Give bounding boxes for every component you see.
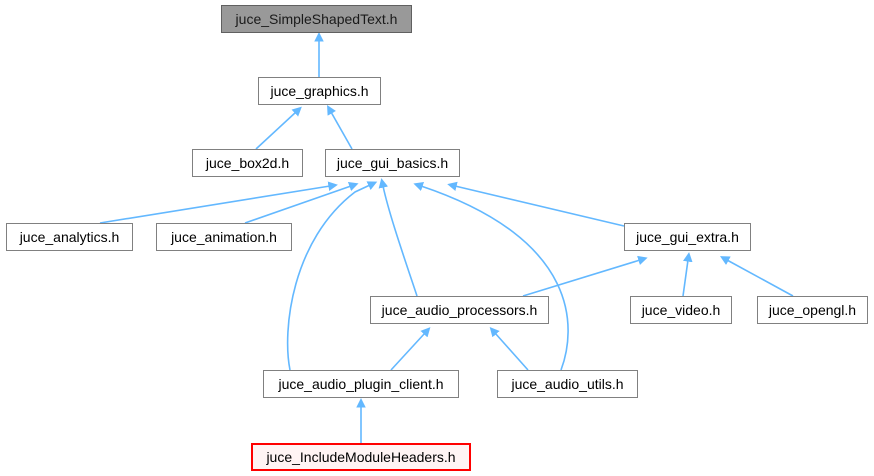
dependency-edge xyxy=(489,327,529,371)
graph-node-label: juce_box2d.h xyxy=(205,155,290,171)
graph-node-label: juce_gui_basics.h xyxy=(336,155,449,171)
graph-node-label: juce_opengl.h xyxy=(768,302,857,318)
dependency-edge xyxy=(286,181,378,371)
dependency-edge xyxy=(682,252,693,297)
graph-node-label: juce_IncludeModuleHeaders.h xyxy=(266,449,456,465)
graph-node-label: juce_SimpleShapedText.h xyxy=(235,11,398,27)
dependency-edge xyxy=(327,105,353,150)
graph-node-graphics[interactable]: juce_graphics.h xyxy=(258,77,381,105)
graph-node-label: juce_audio_plugin_client.h xyxy=(278,376,444,392)
graph-node-label: juce_graphics.h xyxy=(270,83,369,99)
graph-node-label: juce_analytics.h xyxy=(19,229,120,245)
dependency-edge xyxy=(255,106,302,150)
graph-node-video[interactable]: juce_video.h xyxy=(630,296,732,324)
dependency-edge xyxy=(719,256,794,297)
dependency-edge xyxy=(378,178,418,297)
dependency-edge xyxy=(244,181,359,224)
graph-node-label: juce_audio_processors.h xyxy=(381,302,538,318)
graph-node-label: juce_animation.h xyxy=(171,229,277,245)
graph-node-opengl[interactable]: juce_opengl.h xyxy=(757,296,868,324)
graph-node-gui_basics[interactable]: juce_gui_basics.h xyxy=(325,149,460,177)
graph-node-analytics[interactable]: juce_analytics.h xyxy=(6,223,133,251)
dependency-edge xyxy=(99,181,338,224)
graph-node-audio_processors[interactable]: juce_audio_processors.h xyxy=(370,296,549,324)
graph-node-audio_utils[interactable]: juce_audio_utils.h xyxy=(497,370,638,398)
graph-node-box2d[interactable]: juce_box2d.h xyxy=(192,149,303,177)
graph-node-label: juce_gui_extra.h xyxy=(636,229,739,245)
dependency-edge xyxy=(413,181,569,371)
dependency-edge xyxy=(390,327,431,371)
dependency-edge xyxy=(522,255,648,297)
dependency-edge xyxy=(447,181,625,227)
graph-node-animation[interactable]: juce_animation.h xyxy=(156,223,292,251)
graph-node-gui_extra[interactable]: juce_gui_extra.h xyxy=(624,223,751,251)
graph-node-label: juce_video.h xyxy=(641,302,721,318)
graph-node-include_module_headers[interactable]: juce_IncludeModuleHeaders.h xyxy=(251,443,471,471)
graph-node-simple_shaped_text[interactable]: juce_SimpleShapedText.h xyxy=(221,5,412,33)
graph-node-audio_plugin_client[interactable]: juce_audio_plugin_client.h xyxy=(263,370,459,398)
graph-node-label: juce_audio_utils.h xyxy=(511,376,624,392)
